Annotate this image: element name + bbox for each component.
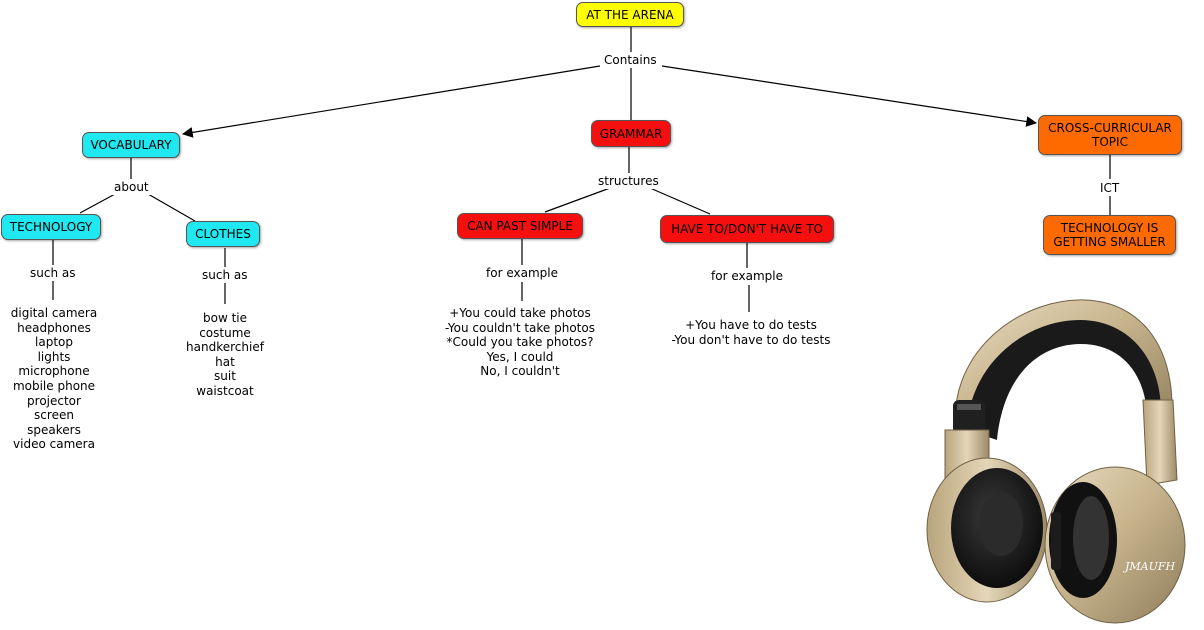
clothes-item: handkerchief xyxy=(186,340,264,355)
connector-structures-can xyxy=(544,187,611,213)
example-line: -You don't have to do tests xyxy=(671,332,831,347)
example-line: No, I couldn't xyxy=(480,364,560,379)
clothes-node[interactable]: CLOTHES xyxy=(186,221,260,247)
clothes-item: suit xyxy=(214,369,236,384)
cross-curricular-node[interactable]: CROSS-CURRICULAR TOPIC xyxy=(1038,115,1182,155)
vocabulary-node[interactable]: VOCABULARY xyxy=(82,132,180,158)
clothes-item: waistcoat xyxy=(196,383,254,398)
root-node[interactable]: AT THE ARENA xyxy=(576,2,684,27)
technology-item: lights xyxy=(37,349,71,364)
technology-item: headphones xyxy=(17,320,91,335)
arrow-to-cross-curricular xyxy=(661,65,1038,127)
technology-item: mobile phone xyxy=(12,378,96,393)
cross-curricular-link-label: ICT xyxy=(1097,180,1123,196)
headphones-icon: JMAUFH xyxy=(926,299,1186,624)
technology-item: microphone xyxy=(18,364,90,379)
arrow-to-vocabulary xyxy=(181,65,601,138)
grammar-link-label: structures xyxy=(595,173,662,189)
technology-item: projector xyxy=(27,393,81,408)
technology-node[interactable]: TECHNOLOGY xyxy=(1,214,101,240)
example-line: *Could you take photos? xyxy=(446,335,594,350)
clothes-item: hat xyxy=(215,354,235,369)
root-link-label: Contains xyxy=(601,52,660,68)
technology-item: screen xyxy=(34,408,74,423)
clothes-item: bow tie xyxy=(202,311,247,325)
have-to-examples: +You have to do tests-You don't have to … xyxy=(661,318,841,347)
grammar-node[interactable]: GRAMMAR xyxy=(591,120,671,147)
connector-structures-haveto xyxy=(649,187,711,215)
example-line: +You could take photos xyxy=(449,306,591,320)
example-line: Yes, I could xyxy=(486,349,554,364)
clothes-item: costume xyxy=(199,325,251,340)
connector-about-clothes xyxy=(147,193,196,222)
vocabulary-link-label: about xyxy=(111,179,152,195)
technology-item: laptop xyxy=(35,335,73,350)
connector-about-technology xyxy=(79,193,116,214)
technology-item: digital camera xyxy=(10,306,98,320)
technology-link-label: such as xyxy=(27,265,79,281)
have-to-node[interactable]: HAVE TO/DON'T HAVE TO xyxy=(660,215,834,243)
can-past-simple-link-label: for example xyxy=(483,265,561,281)
technology-smaller-node[interactable]: TECHNOLOGY IS GETTING SMALLER xyxy=(1043,215,1176,255)
can-past-simple-examples: +You could take photos-You couldn't take… xyxy=(433,306,607,379)
have-to-link-label: for example xyxy=(708,268,786,284)
technology-item: video camera xyxy=(13,437,95,452)
headphones-brand-text: JMAUFH xyxy=(1123,560,1176,573)
clothes-link-label: such as xyxy=(199,267,251,283)
can-past-simple-node[interactable]: CAN PAST SIMPLE xyxy=(457,213,583,239)
example-line: -You couldn't take photos xyxy=(445,320,595,335)
technology-item: speakers xyxy=(27,422,81,437)
example-line: +You have to do tests xyxy=(685,318,817,332)
